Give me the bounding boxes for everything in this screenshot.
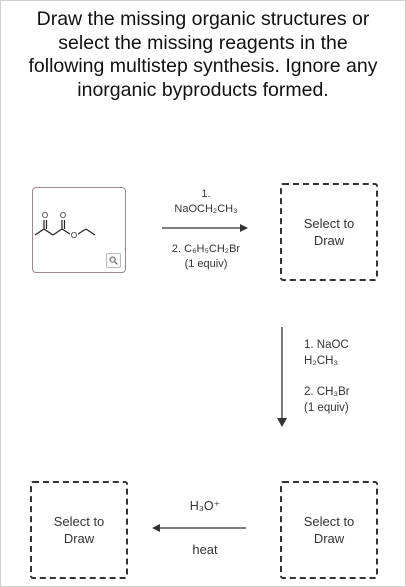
starting-material-box[interactable]: O O O bbox=[32, 187, 126, 273]
step3-condition: heat bbox=[192, 542, 218, 557]
box3-label-line1: Select to bbox=[53, 514, 105, 529]
box1-label-line1: Select to bbox=[303, 216, 355, 231]
magnifier-icon[interactable] bbox=[106, 253, 121, 268]
step1-reagents-top: 1. NaOCH₂CH₃ bbox=[160, 187, 252, 217]
step2-line3: 2. CH₃Br bbox=[304, 386, 350, 398]
product3-draw-box[interactable]: Select to Draw bbox=[30, 481, 128, 579]
ethyl-acetoacetate-structure: O O O bbox=[34, 211, 96, 240]
step2-line1: 1. NaOC bbox=[304, 339, 349, 351]
product2-draw-box[interactable]: Select to Draw bbox=[280, 481, 378, 579]
step1-line3: 2. C₆H₅CH₂Br bbox=[171, 243, 241, 255]
box2-label-line1: Select to bbox=[303, 514, 355, 529]
box3-label-line2: Draw bbox=[63, 531, 95, 546]
carbonyl-oxygen-label-2: O bbox=[60, 211, 66, 220]
carbonyl-oxygen-label-1: O bbox=[42, 211, 48, 220]
step2-arrow bbox=[277, 327, 287, 427]
step2-line4: (1 equiv) bbox=[304, 401, 349, 414]
step3-arrow bbox=[152, 524, 246, 532]
box2-label-line2: Draw bbox=[313, 531, 345, 546]
step2-reagents: 1. NaOC H₂CH₃ 2. CH₃Br (1 equiv) bbox=[304, 338, 374, 416]
step1-line1: 1. bbox=[201, 188, 211, 200]
step3-reagent: H₃O⁺ bbox=[189, 499, 221, 513]
product1-draw-box[interactable]: Select to Draw bbox=[280, 183, 378, 281]
box1-label-line2: Draw bbox=[313, 233, 345, 248]
step1-reagents-bottom: 2. C₆H₅CH₂Br (1 equiv) bbox=[160, 242, 252, 272]
ester-oxygen-label: O bbox=[71, 231, 77, 240]
step2-line2: H₂CH₃ bbox=[304, 354, 339, 367]
step1-line2: NaOCH₂CH₃ bbox=[174, 203, 238, 215]
step1-line4: (1 equiv) bbox=[184, 258, 228, 270]
step1-arrow bbox=[162, 224, 248, 232]
instructions-text: Draw the missing organic structures or s… bbox=[28, 8, 378, 101]
